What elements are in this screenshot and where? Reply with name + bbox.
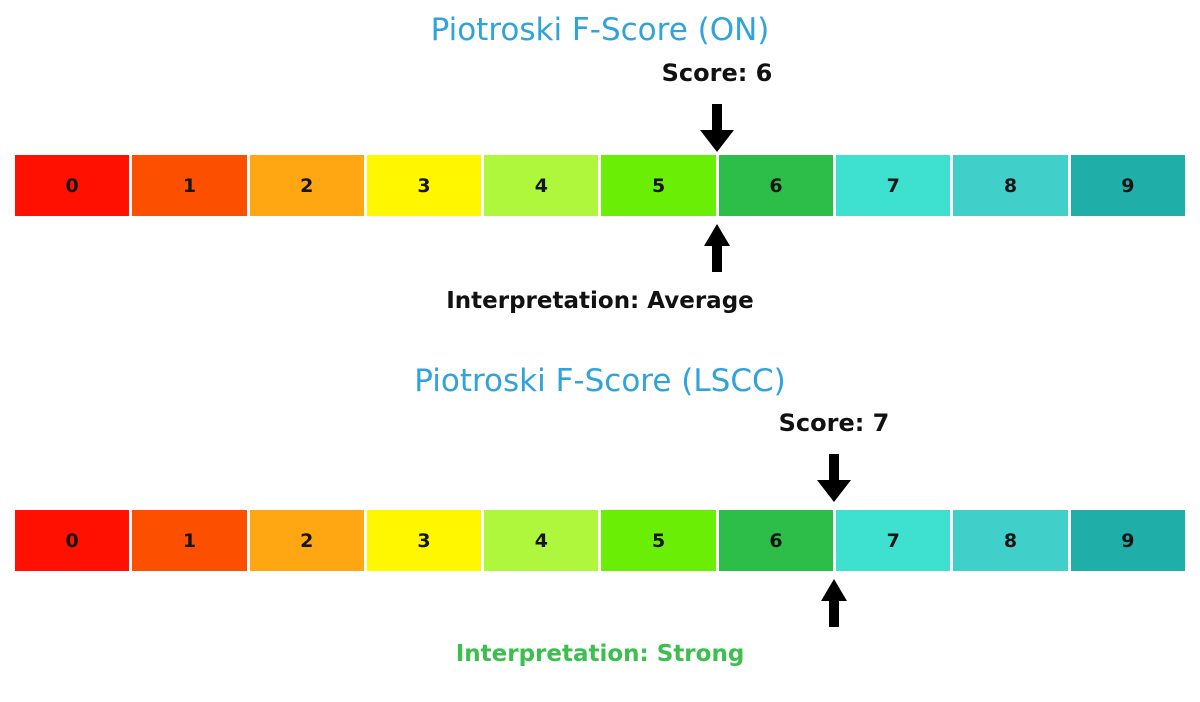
scale-cell-label-2: 2 (300, 529, 314, 552)
scale-cell-label-5: 5 (652, 529, 666, 552)
scale-cell-label-8: 8 (1003, 529, 1018, 552)
scale-cell-label-0: 0 (65, 529, 79, 552)
scale-cell-label-7: 7 (886, 174, 900, 197)
interpretation-marker-up-arrow-lscc (814, 579, 854, 627)
scale-cell-label-2: 2 (300, 174, 314, 197)
scale-cell-6[interactable]: 6 (718, 155, 834, 216)
scale-cell-label-6: 6 (769, 174, 783, 197)
scale-cell-0[interactable]: 0 (15, 155, 130, 216)
scale-cell-label-9: 9 (1121, 174, 1135, 197)
scale-cell-label-3: 3 (417, 529, 431, 552)
scale-cell-2[interactable]: 2 (249, 155, 364, 216)
scale-cell-label-0: 0 (65, 174, 79, 197)
scale-cell-1[interactable]: 1 (132, 155, 247, 216)
scale-cell-label-5: 5 (652, 174, 666, 197)
chart-title-on: Piotroski F-Score (ON) (430, 12, 770, 48)
scale-cell-label-9: 9 (1121, 529, 1135, 552)
scale-cell-8[interactable]: 8 (953, 510, 1068, 571)
scale-cell-label-4: 4 (534, 174, 548, 197)
scale-cell-label-8: 8 (1003, 174, 1018, 197)
scale-cell-3[interactable]: 3 (366, 155, 482, 216)
scale-cell-7[interactable]: 7 (836, 510, 951, 571)
chart-title-lscc: Piotroski F-Score (LSCC) (414, 363, 786, 399)
scale-cell-9[interactable]: 9 (1070, 155, 1185, 216)
interpretation-label-lscc: Interpretation: Strong (455, 641, 745, 667)
interpretation-marker-up-arrow-on (697, 224, 737, 272)
score-marker-down-arrow-on (697, 104, 737, 152)
scale-cell-label-6: 6 (769, 529, 783, 552)
scale-cell-3[interactable]: 3 (366, 510, 482, 571)
scale-cell-8[interactable]: 8 (953, 155, 1068, 216)
scale-cell-4[interactable]: 4 (484, 510, 599, 571)
scale-cell-label-1: 1 (182, 529, 197, 552)
interpretation-label-on: Interpretation: Average (446, 288, 754, 314)
fscore-scale-bar-on: 0 1 2 3 4 5 6 7 8 9 (15, 155, 1185, 216)
scale-cell-7[interactable]: 7 (836, 155, 951, 216)
score-label-on: Score: 6 (661, 59, 773, 87)
scale-cell-4[interactable]: 4 (484, 155, 599, 216)
scale-cell-label-3: 3 (417, 174, 431, 197)
scale-cell-1[interactable]: 1 (132, 510, 247, 571)
scale-cell-2[interactable]: 2 (249, 510, 364, 571)
score-label-lscc: Score: 7 (778, 409, 890, 437)
fscore-scale-bar-lscc: 0 1 2 3 4 5 6 7 8 9 (15, 510, 1185, 571)
scale-cell-label-7: 7 (886, 529, 900, 552)
scale-cell-label-4: 4 (534, 529, 548, 552)
fscore-panel-on: Piotroski F-Score (ON) Score: 6 0 1 2 3 … (0, 0, 1200, 340)
scale-cell-5[interactable]: 5 (601, 155, 716, 216)
scale-cell-5[interactable]: 5 (601, 510, 716, 571)
scale-cell-label-1: 1 (182, 174, 197, 197)
scale-cell-0[interactable]: 0 (15, 510, 130, 571)
scale-cell-6[interactable]: 6 (718, 510, 834, 571)
score-marker-down-arrow-lscc (814, 454, 854, 502)
scale-cell-9[interactable]: 9 (1070, 510, 1185, 571)
